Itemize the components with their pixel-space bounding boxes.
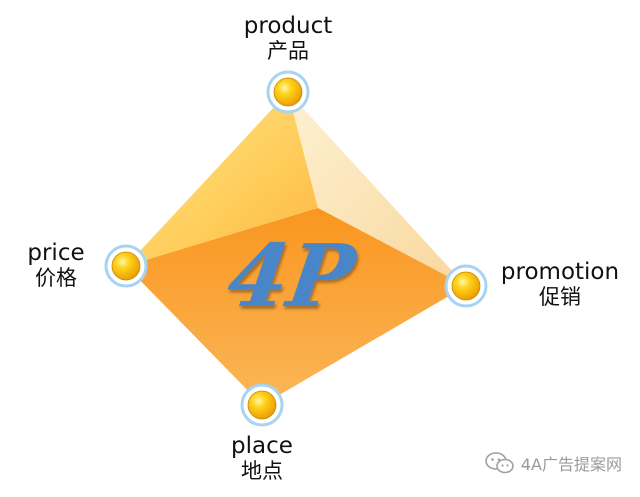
- pyramid-base-face: [126, 208, 466, 405]
- label-product-zh: 产品: [267, 38, 309, 63]
- label-place: place 地点: [212, 433, 312, 483]
- label-product: product 产品: [228, 13, 348, 63]
- node-place: [240, 383, 284, 427]
- wechat-icon: [485, 452, 514, 474]
- watermark-text: 4A广告提案网: [520, 455, 622, 474]
- pyramid-right-face: [288, 92, 466, 286]
- center-4p-label: 4P: [222, 226, 364, 327]
- label-promotion: promotion 促销: [492, 259, 628, 309]
- label-price-en: price: [27, 240, 85, 266]
- node-product: [266, 70, 310, 114]
- label-promotion-en: promotion: [500, 259, 620, 285]
- node-promotion: [444, 264, 488, 308]
- label-price-zh: 价格: [35, 265, 77, 290]
- label-price: price 价格: [18, 240, 94, 290]
- watermark: 4A广告提案网: [485, 451, 622, 475]
- label-place-zh: 地点: [241, 458, 283, 483]
- label-promotion-zh: 促销: [539, 284, 581, 309]
- label-product-en: product: [243, 13, 333, 39]
- node-price: [104, 244, 148, 288]
- label-place-en: place: [231, 433, 293, 459]
